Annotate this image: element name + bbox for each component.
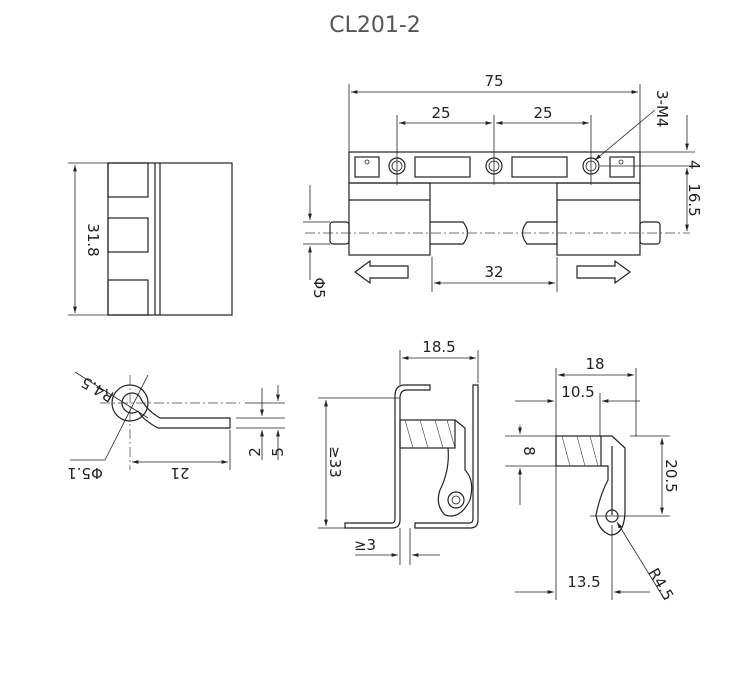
dim-offset: 5 [269, 447, 287, 457]
dim-hole-spacing-1: 25 [431, 104, 450, 122]
dim-inner-diameter: Φ5.1 [67, 464, 103, 482]
dim-radius: R4.5 [645, 565, 678, 604]
dim-hole-offset: 4 [685, 160, 703, 170]
arrow-right-icon [576, 259, 632, 285]
dim-height: 31.8 [84, 223, 102, 256]
dim-min-gap: ≥3 [354, 536, 376, 554]
dim-pin-diameter: Φ5 [310, 277, 328, 298]
dim-pin-gap: 32 [484, 263, 503, 281]
dim-width: 18 [585, 355, 604, 373]
dim-total-width: 75 [484, 72, 503, 90]
dim-pin-height: 16.5 [685, 183, 703, 216]
dim-length: 21 [170, 464, 189, 482]
dim-pivot-offset: 13.5 [567, 573, 600, 591]
dim-width: 18.5 [422, 338, 455, 356]
dim-block-height: 8 [520, 446, 538, 456]
dim-thickness: 2 [246, 447, 264, 457]
dim-inner-width: 10.5 [561, 383, 594, 401]
section-view: 18 10.5 8 20.5 13.5 R4.5 [505, 355, 680, 604]
dim-height: 20.5 [662, 459, 680, 492]
dim-min-height: ≥33 [326, 446, 344, 478]
top-view: 75 25 25 3-M4 4 16.5 32 Φ5 [303, 72, 703, 299]
dim-hole-spacing-2: 25 [533, 104, 552, 122]
installed-view: 18.5 ≥33 ≥3 [318, 338, 479, 565]
end-view: 21 2 5 R4.5 Φ5.1 [67, 371, 287, 482]
drawing-title: CL201-2 [329, 13, 421, 38]
arrow-left-icon [353, 259, 409, 285]
thread-note: 3-M4 [653, 90, 671, 127]
side-view: 31.8 [68, 162, 233, 316]
